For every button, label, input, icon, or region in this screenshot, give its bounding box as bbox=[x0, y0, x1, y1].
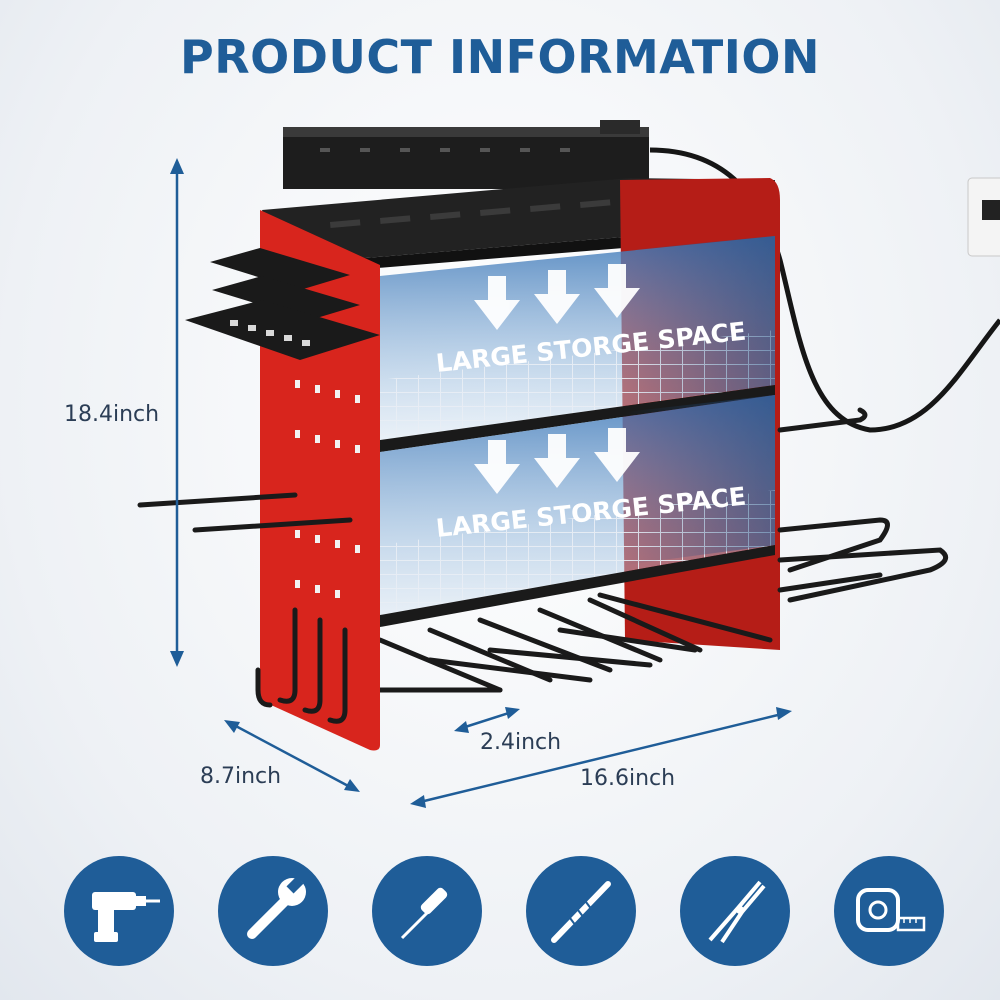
height-dimension-label: 18.4inch bbox=[64, 402, 160, 427]
storage-volume-upper bbox=[380, 236, 775, 440]
middle-shelf bbox=[380, 385, 775, 452]
storage-rack-illustration: LARGE STORGE SPACE LARGE STORGE SPACE bbox=[137, 120, 1000, 808]
power-cord bbox=[649, 147, 1000, 433]
left-pegboard-trays bbox=[185, 248, 380, 360]
pliers-icon bbox=[680, 856, 790, 966]
storage-volume-lower bbox=[380, 395, 775, 615]
bottom-shelf bbox=[380, 545, 775, 627]
drill-bit-icon bbox=[526, 856, 636, 966]
arrows-lower bbox=[474, 428, 640, 494]
screwdriver-icon bbox=[372, 856, 482, 966]
width-dimension-label: 16.6inch bbox=[580, 766, 676, 791]
left-hooks bbox=[137, 492, 353, 724]
tool-holder-rods bbox=[377, 592, 773, 693]
depth-dimension-label: 8.7inch bbox=[200, 764, 282, 789]
slot-dimension-label: 2.4inch bbox=[480, 730, 562, 755]
arrows-upper bbox=[474, 264, 640, 330]
tape-measure-icon bbox=[834, 856, 944, 966]
right-hooks bbox=[777, 407, 949, 603]
wrench-icon bbox=[218, 856, 328, 966]
wall-outlet bbox=[967, 177, 1000, 257]
page-title: PRODUCT INFORMATION bbox=[180, 30, 820, 84]
dimension-arrows bbox=[170, 158, 792, 808]
power-strip bbox=[283, 120, 649, 189]
drill-icon bbox=[64, 856, 174, 966]
tool-icon-row bbox=[0, 856, 1000, 968]
